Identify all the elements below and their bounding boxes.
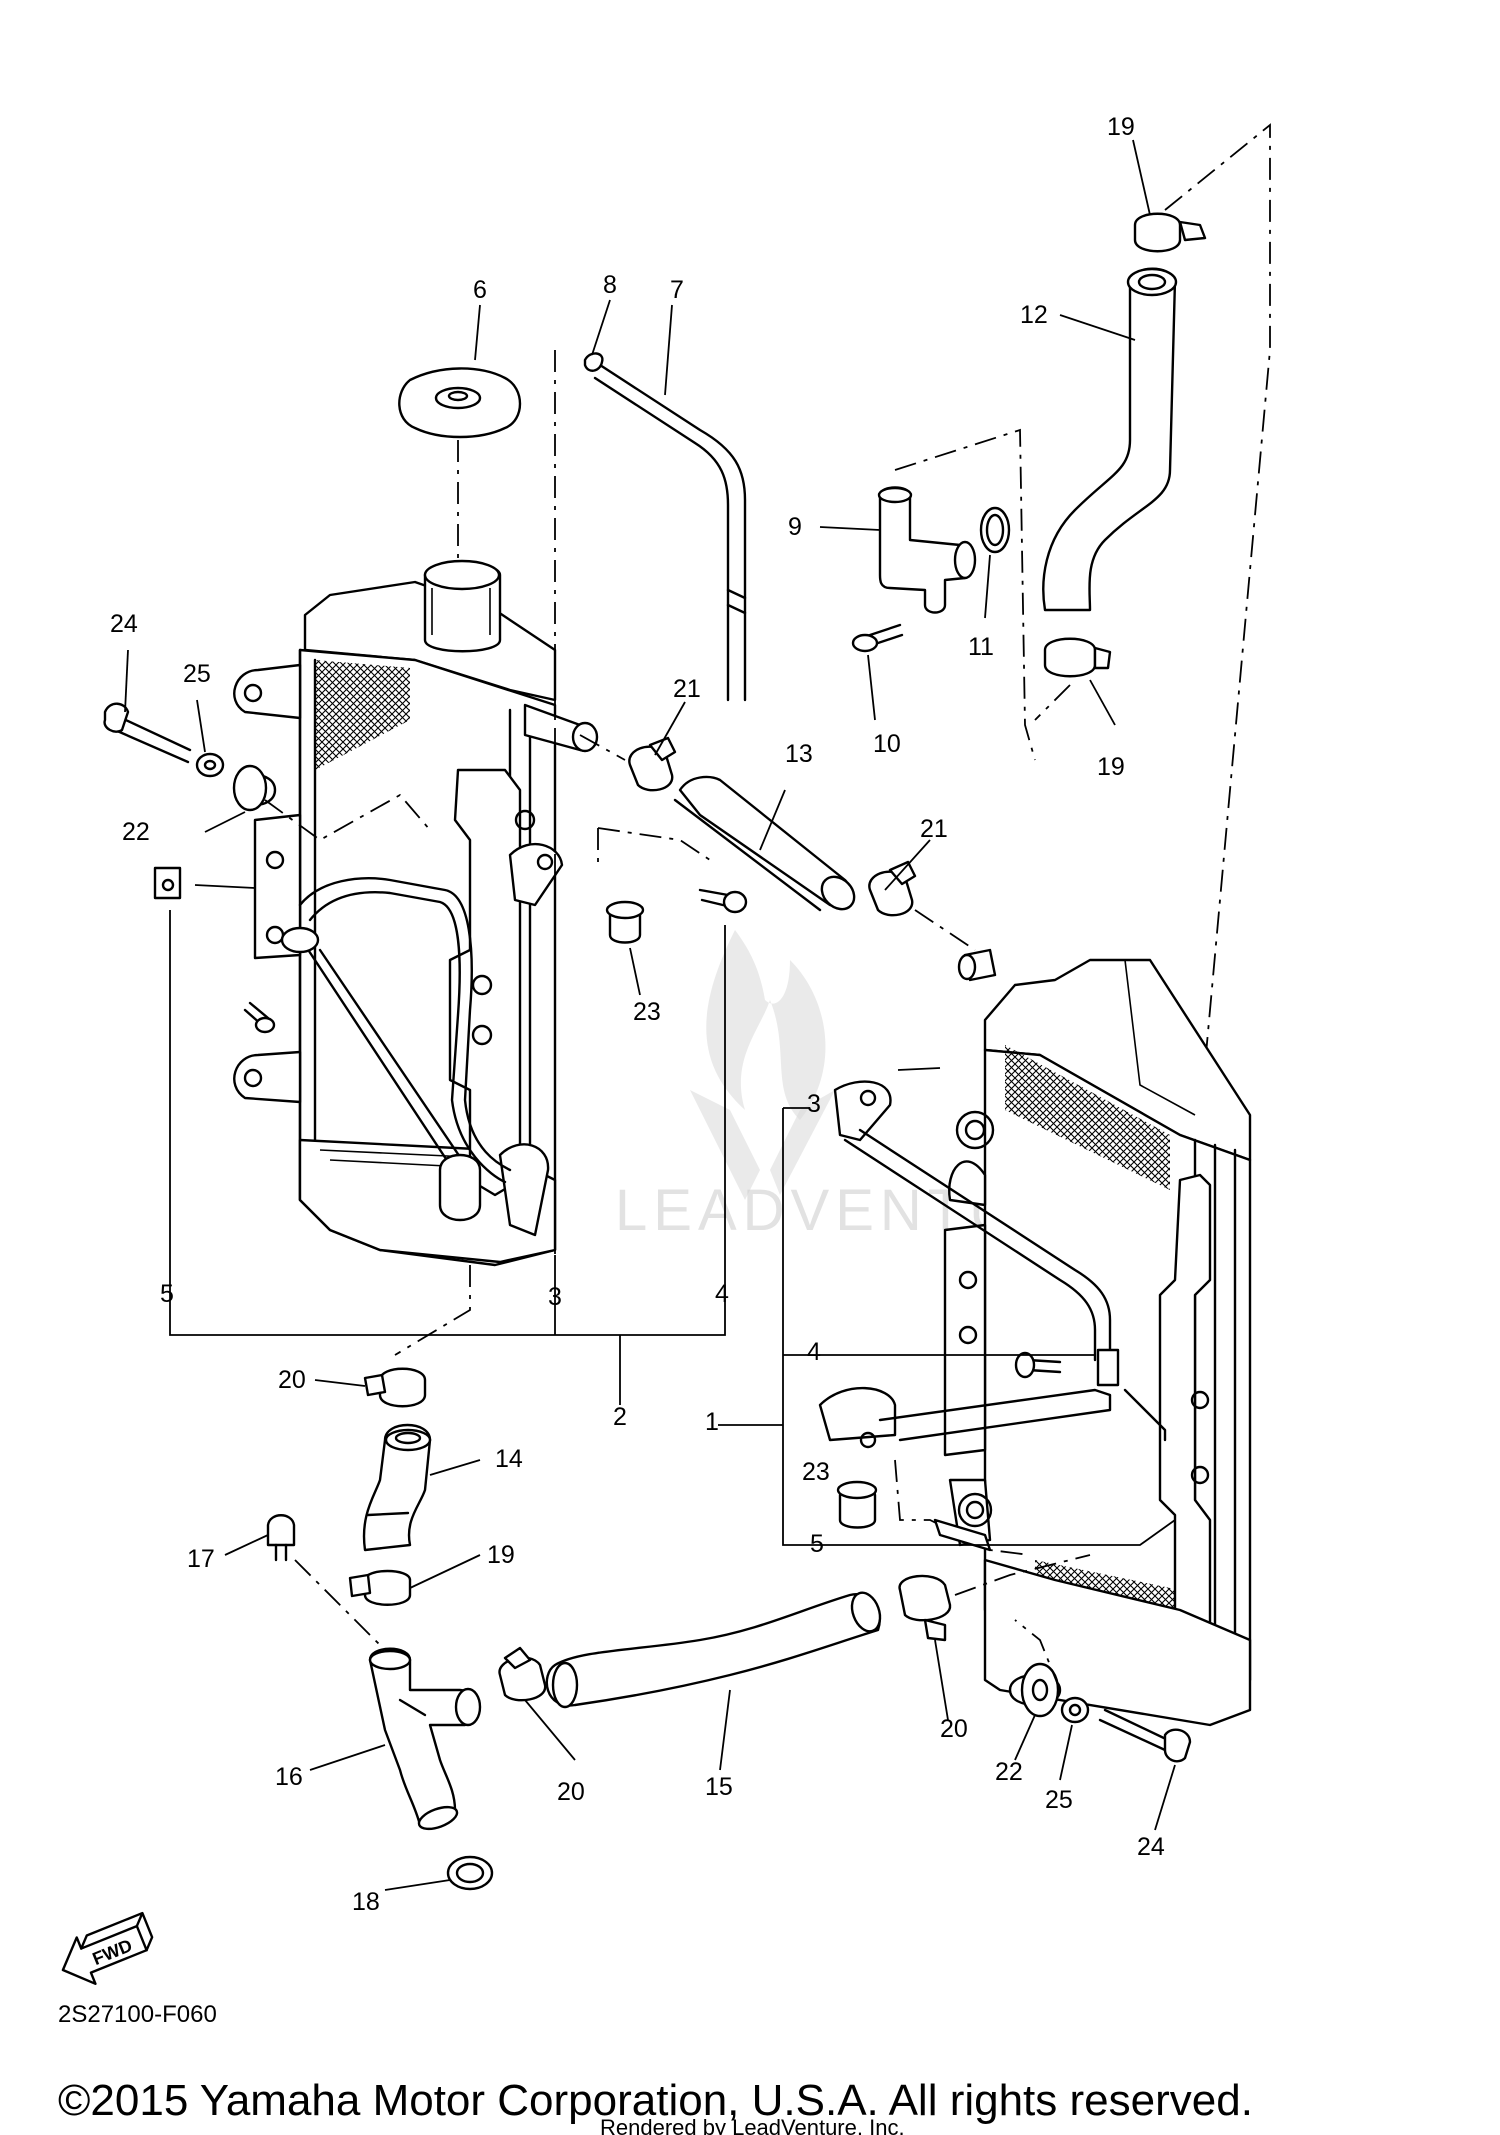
callout-13: 13 (785, 740, 813, 768)
left-mount-hardware (103, 702, 431, 900)
right-mount-hardware (1008, 1619, 1192, 1763)
middle-hose (673, 775, 856, 912)
hose-clamp-20-left (498, 1646, 547, 1702)
hose-clamp-20-right (898, 1554, 1091, 1642)
callout-17: 17 (187, 1545, 215, 1573)
bleed-bolt (266, 1514, 386, 1651)
union-fitting (851, 428, 1036, 761)
upper-hose (1042, 267, 1178, 612)
callout-25-right: 25 (1045, 1786, 1073, 1814)
callout-12: 12 (1020, 301, 1048, 329)
right-radiator-assembly (818, 948, 1252, 1727)
assembly-bracket-2 (169, 910, 726, 1405)
left-radiator-assembly (233, 559, 599, 1267)
lower-hose-15 (545, 1591, 882, 1709)
overflow-hose (554, 350, 747, 1255)
callout-3-right: 3 (807, 1090, 821, 1118)
callout-24-left: 24 (110, 610, 138, 638)
callout-25-left: 25 (183, 660, 211, 688)
o-ring (446, 1855, 494, 1891)
callout-19-mid: 19 (1097, 753, 1125, 781)
callout-9: 9 (788, 513, 802, 541)
callout-16: 16 (275, 1763, 303, 1791)
callout-8: 8 (603, 271, 617, 299)
hose-clamp-21 (579, 734, 976, 951)
rendered-by-notice: Rendered by LeadVenture, Inc. (600, 2115, 905, 2135)
leadventure-logo-icon (690, 930, 835, 1200)
leader-lines (124, 139, 1176, 1891)
callout-4-left: 4 (715, 1280, 729, 1308)
callout-22-left: 22 (122, 818, 150, 846)
callout-20-right: 20 (940, 1715, 968, 1743)
callout-20-upper: 20 (278, 1366, 306, 1394)
callout-22-right: 22 (995, 1758, 1023, 1786)
callout-3-left: 3 (548, 1283, 562, 1311)
callout-1: 1 (705, 1408, 719, 1436)
radiator-cap (398, 367, 522, 560)
callout-19-low: 19 (487, 1541, 515, 1569)
callout-2: 2 (613, 1403, 627, 1431)
callout-5-left: 5 (160, 1280, 174, 1308)
callout-numbers: 1 2 3 3 4 4 5 5 6 7 8 9 10 11 12 13 14 1… (110, 113, 1165, 1916)
callout-14: 14 (495, 1445, 523, 1473)
hose-clamp-19-lower (348, 1569, 412, 1606)
lower-hose-14 (362, 1423, 432, 1552)
callout-10: 10 (873, 730, 901, 758)
callout-20-left: 20 (557, 1778, 585, 1806)
assembly-bracket-1 (718, 1067, 1176, 1546)
callout-21-left: 21 (673, 675, 701, 703)
callout-23-left: 23 (633, 998, 661, 1026)
callout-4-right: 4 (807, 1338, 821, 1366)
callout-19-top: 19 (1107, 113, 1135, 141)
callout-23-right: 23 (802, 1458, 830, 1486)
callout-18: 18 (352, 1888, 380, 1916)
callout-11: 11 (968, 633, 994, 661)
diagram-code: 2S27100-F060 (58, 2001, 217, 2028)
callout-24-right: 24 (1137, 1833, 1165, 1861)
callout-7: 7 (670, 276, 684, 304)
hose-clamp-20-upper (363, 1367, 427, 1408)
callout-21-right: 21 (920, 815, 948, 843)
water-pipe-16 (368, 1647, 482, 1831)
callout-15: 15 (705, 1773, 733, 1801)
collar-left (597, 827, 748, 944)
callout-6: 6 (473, 276, 487, 304)
copyright-notice: ©2015 Yamaha Motor Corporation, U.S.A. A… (58, 2076, 1253, 2125)
fwd-arrow-icon: FWD (61, 1911, 154, 1985)
hose-clamp-upper (1034, 123, 1271, 1121)
callout-5-right: 5 (810, 1530, 824, 1558)
